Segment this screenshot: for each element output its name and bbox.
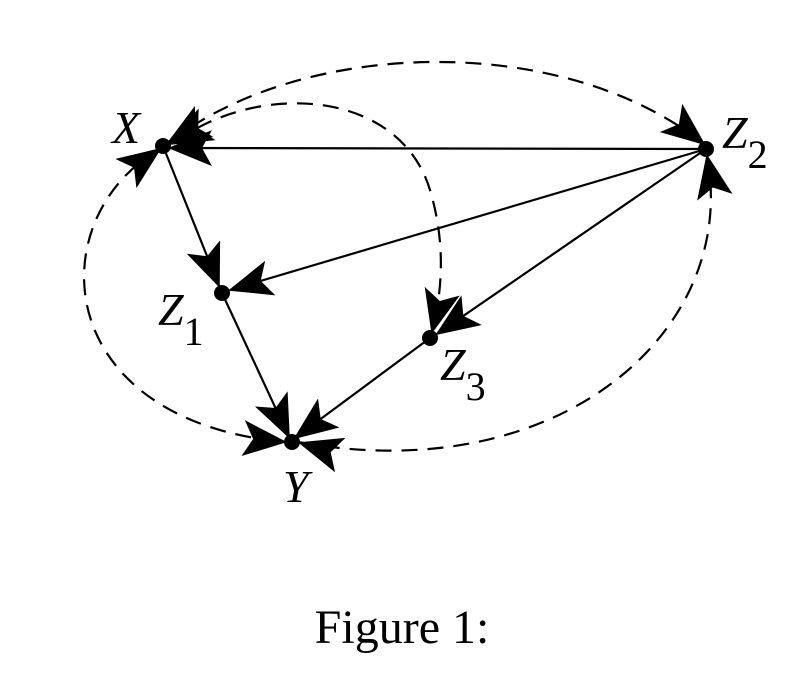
nodes bbox=[155, 138, 714, 450]
node-x bbox=[155, 138, 171, 154]
node-z2 bbox=[698, 141, 714, 157]
label-x-main: X bbox=[110, 102, 142, 153]
bidirected-x-z3 bbox=[174, 102, 460, 334]
node-z3 bbox=[422, 330, 438, 346]
label-z3: Z3 bbox=[440, 339, 486, 409]
node-y bbox=[284, 434, 300, 450]
node-z1 bbox=[214, 285, 230, 301]
label-z1: Z1 bbox=[158, 284, 204, 354]
edge-z1-to-y bbox=[221, 292, 290, 439]
label-z3-main: Z bbox=[440, 339, 466, 390]
edge-z2-to-z1 bbox=[228, 147, 707, 296]
bidirected-x-z2 bbox=[169, 60, 706, 146]
bidirected-edges bbox=[83, 60, 733, 473]
node-labels: X Z2 Z1 Z3 Y bbox=[110, 102, 768, 512]
label-z1-sub: 1 bbox=[184, 309, 204, 354]
figure-caption: Figure 1: bbox=[314, 601, 490, 654]
bidirected-y-z2 bbox=[297, 154, 733, 452]
label-y: Y bbox=[283, 461, 313, 512]
label-z2: Z2 bbox=[722, 107, 768, 177]
edge-x-to-z1 bbox=[161, 145, 221, 288]
edge-z3-to-y bbox=[293, 337, 431, 440]
label-x: X bbox=[110, 102, 142, 153]
label-z2-sub: 2 bbox=[748, 132, 768, 177]
label-z2-main: Z bbox=[722, 107, 748, 158]
edge-z2-to-x bbox=[168, 130, 707, 167]
directed-edges bbox=[161, 130, 707, 440]
label-z1-main: Z bbox=[158, 284, 184, 335]
edge-z2-to-z3 bbox=[435, 148, 707, 336]
label-z3-sub: 3 bbox=[466, 364, 486, 409]
label-y-main: Y bbox=[283, 461, 313, 512]
bidirected-x-y bbox=[83, 149, 287, 456]
